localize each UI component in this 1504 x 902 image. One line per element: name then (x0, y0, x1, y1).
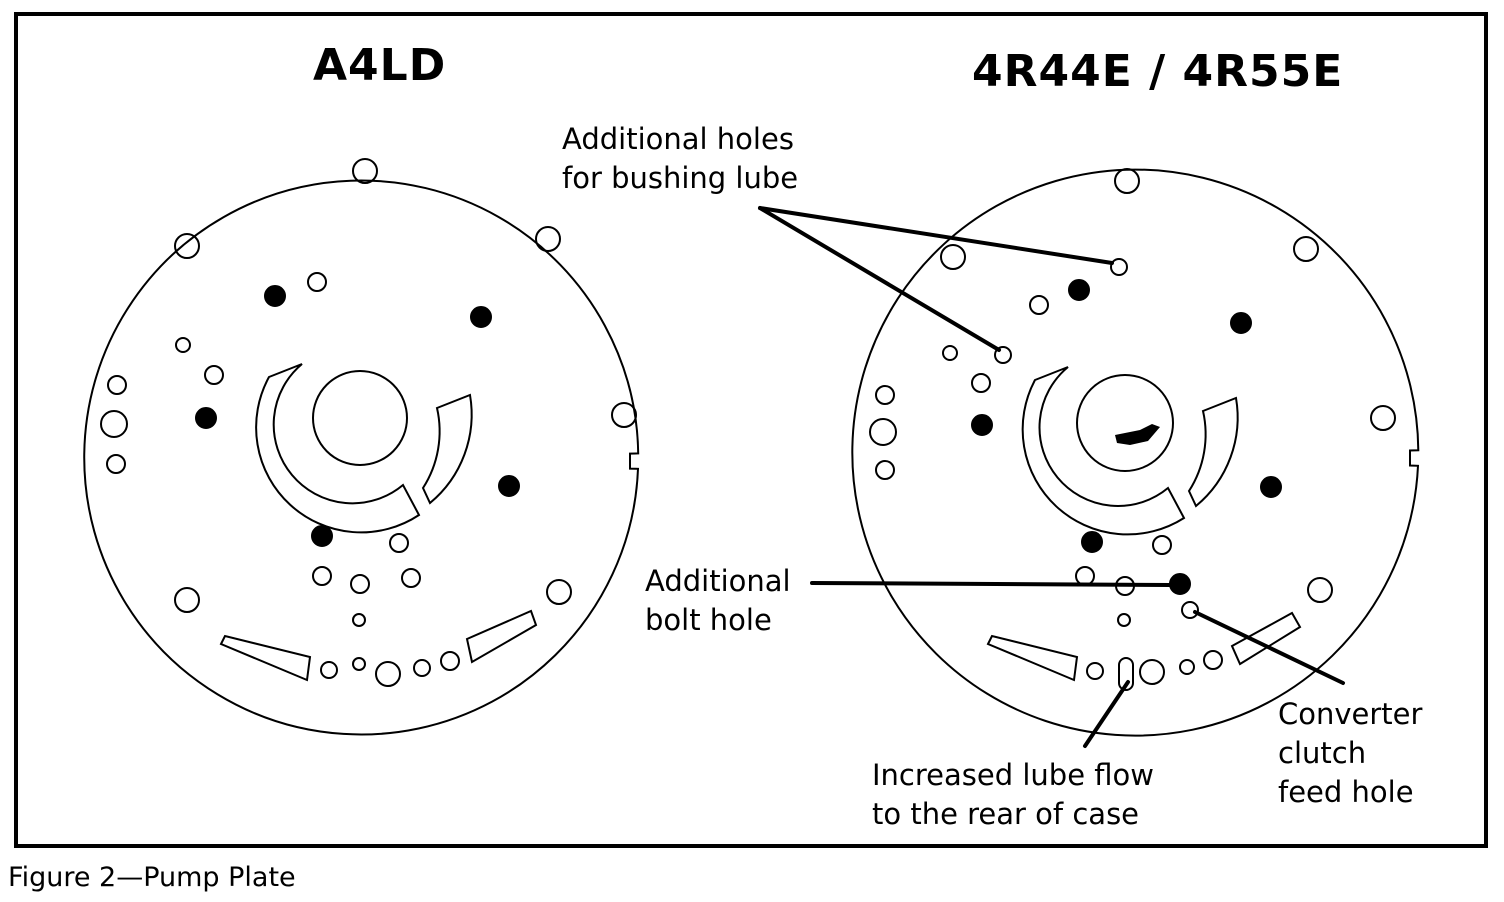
bushing-lube-callout: Additional holes for bushing lube (562, 120, 798, 198)
4r44e-plate-outline (851, 168, 1420, 737)
bolt-hole-line-2: bolt hole (645, 603, 772, 637)
converter-feed-callout: Converter clutch feed hole (1278, 695, 1422, 812)
bushing-lube-line-2: for bushing lube (562, 161, 799, 195)
bolt-hole-leader (810, 581, 1172, 587)
4r44e-center-bore (1076, 374, 1174, 472)
leader-lines (758, 206, 1345, 748)
converter-feed-line-3: feed hole (1278, 775, 1414, 809)
lube-flow-line-2: to the rear of case (872, 797, 1140, 831)
4r44e-bottom-right-slot (1230, 611, 1302, 666)
4r44e-holes-filled (971, 279, 1282, 595)
lube-flow-leader (1083, 680, 1130, 748)
converter-feed-line-1: Converter (1278, 697, 1423, 731)
bushing-lube-line-1: Additional holes (562, 122, 794, 156)
4r44e-crescent-slot (1021, 366, 1186, 536)
bushing-lube-leader-lower (758, 206, 1001, 352)
a4ld-pump-plate (83, 158, 640, 736)
a4ld-plate-outline (83, 179, 640, 736)
4r44e-side-slot (1187, 396, 1239, 508)
a4ld-title: A4LD (313, 40, 447, 91)
bolt-hole-line-1: Additional (645, 564, 791, 598)
bushing-lube-leader-upper (758, 206, 1114, 265)
lube-flow-line-1: Increased lube flow (872, 758, 1154, 792)
4r44e-holes-open (869, 168, 1396, 685)
a4ld-holes-filled (195, 285, 520, 547)
4r44e-title: 4R44E / 4R55E (972, 46, 1344, 97)
4r44e-bottom-left-slot (986, 634, 1079, 682)
bolt-hole-callout: Additional bolt hole (645, 562, 791, 640)
4r44e-bore-obstruction (1115, 424, 1160, 445)
a4ld-holes-open (100, 158, 637, 687)
4r44e-pump-plate (851, 168, 1420, 737)
a4ld-side-slot (421, 393, 473, 505)
4r44e-lube-flow-slot (1118, 657, 1134, 691)
converter-feed-line-2: clutch (1278, 736, 1367, 770)
a4ld-center-bore (312, 370, 408, 466)
figure-caption: Figure 2—Pump Plate (8, 862, 296, 893)
figure-frame (14, 12, 1488, 848)
converter-feed-leader (1193, 610, 1345, 685)
a4ld-bottom-left-slot (219, 634, 312, 682)
lube-flow-callout: Increased lube flow to the rear of case (872, 756, 1154, 834)
a4ld-bottom-right-slot (465, 609, 538, 664)
a4ld-crescent-slot (255, 363, 421, 534)
